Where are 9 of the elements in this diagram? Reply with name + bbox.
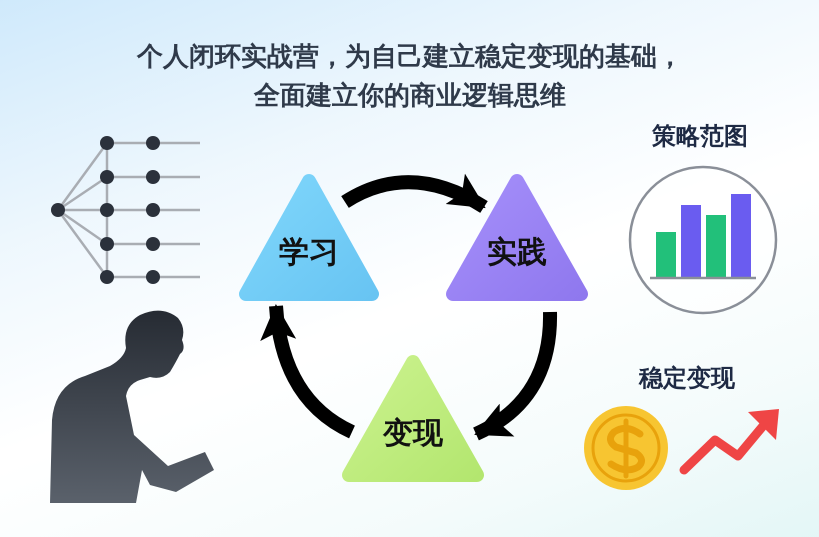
section-label: 策略范图 [652, 121, 748, 152]
triangle-node: 实践 [445, 172, 589, 302]
triangle-node: 学习 [238, 172, 380, 302]
curved-arrow [341, 174, 488, 214]
curved-arrow [261, 304, 356, 438]
curved-arrow [472, 312, 557, 440]
title: 个人闭环实战营，为自己建立稳定变现的基础，全面建立你的商业逻辑思维 [136, 41, 684, 113]
section-label: 稳定变现 [639, 363, 735, 394]
triangle-node: 变现 [341, 353, 485, 483]
